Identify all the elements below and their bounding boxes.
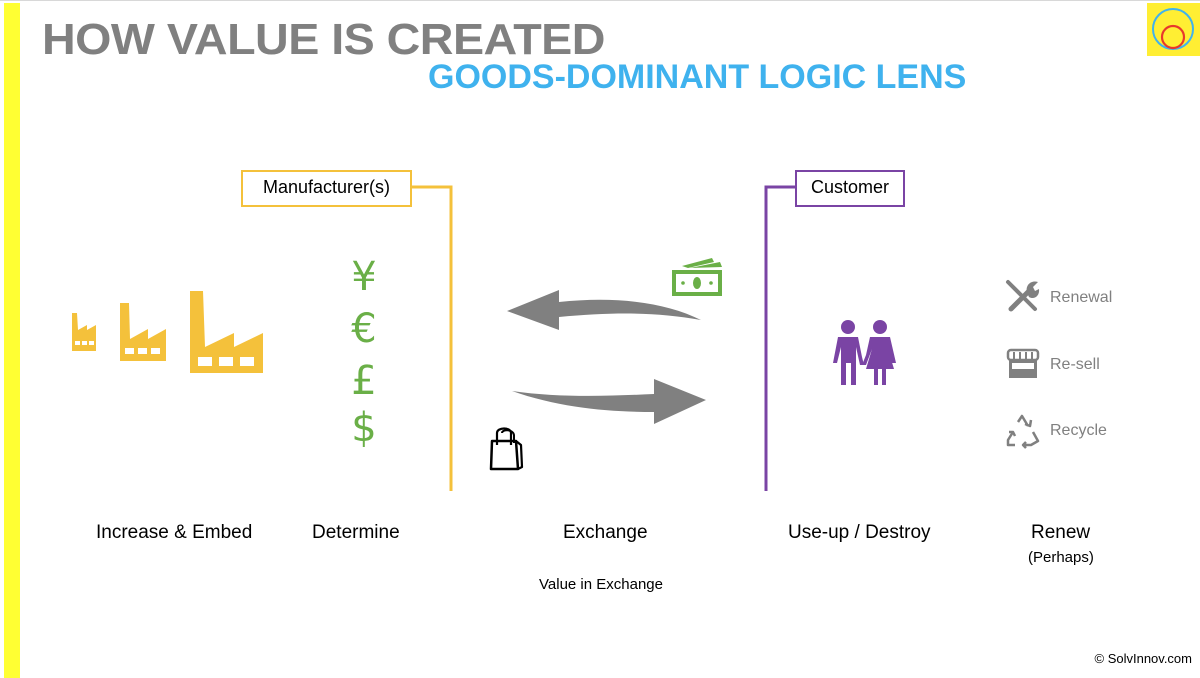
customer-label: Customer xyxy=(795,170,905,207)
tools-icon xyxy=(1006,280,1040,312)
pound-symbol: £ xyxy=(351,358,377,404)
dollar-symbol: $ xyxy=(351,405,377,451)
recycle-icon xyxy=(1006,414,1040,449)
banknote-icon xyxy=(672,258,722,296)
stage-label-useup: Use-up / Destroy xyxy=(788,522,931,543)
renew-option-label: Renewal xyxy=(1050,289,1113,306)
customer-bracket-line xyxy=(764,185,795,491)
circles-logo-icon xyxy=(1147,3,1200,56)
value-caption: Value in Exchange xyxy=(539,576,663,593)
copyright-text: © SolvInnov.com xyxy=(1094,651,1193,666)
shop-icon xyxy=(1006,348,1040,378)
stage-label-exchange: Exchange xyxy=(563,522,648,543)
shopping-bag-icon xyxy=(489,427,524,471)
euro-symbol: € xyxy=(351,306,377,352)
manufacturer-bracket-line xyxy=(412,185,453,491)
slide-subtitle: GOODS-DOMINANT LOGIC LENS xyxy=(428,58,967,96)
payment-arrow-left xyxy=(507,290,701,330)
couple-icon xyxy=(833,320,896,385)
yen-symbol: ¥ xyxy=(351,254,377,300)
renew-option-label: Recycle xyxy=(1050,422,1107,439)
stage-label-renew: Renew xyxy=(1031,522,1091,543)
stage-label-determine: Determine xyxy=(312,522,400,543)
renew-note: (Perhaps) xyxy=(1028,549,1094,566)
factory-icon xyxy=(72,291,263,373)
side-accent-bar xyxy=(4,3,20,678)
stage-label-increase: Increase & Embed xyxy=(96,522,253,543)
slide-title: HOW VALUE IS CREATED xyxy=(42,15,605,64)
goods-arrow-right xyxy=(512,379,706,424)
renew-option-label: Re-sell xyxy=(1050,356,1100,373)
manufacturer-label: Manufacturer(s) xyxy=(241,170,412,207)
